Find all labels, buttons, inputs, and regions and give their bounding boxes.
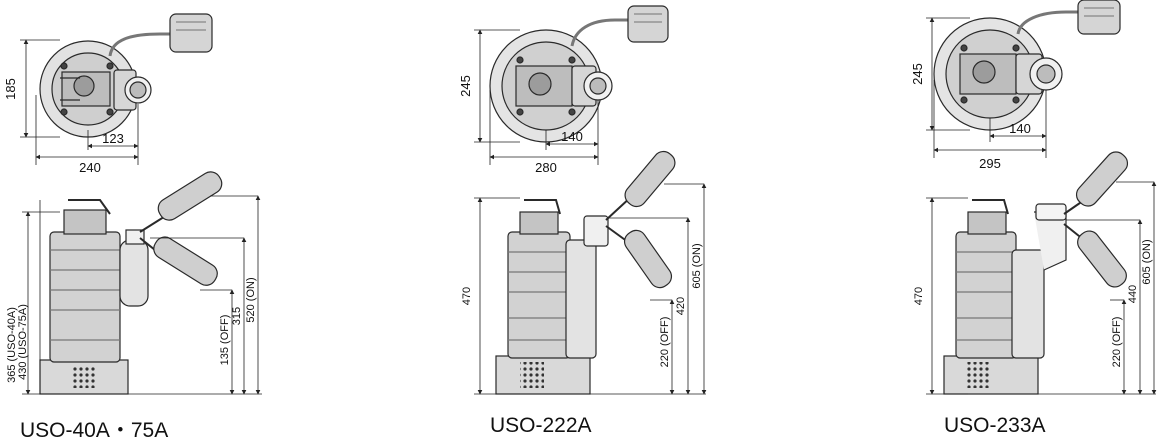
pump-1-motor [49, 231, 121, 363]
pump-3-float-on [1075, 151, 1129, 207]
pump-2-side-dims [474, 183, 707, 395]
pump-2-top-width-label: 280 [535, 160, 557, 175]
pump-2-caption: USO-222A [490, 414, 592, 437]
pump-2-float-off [623, 229, 673, 289]
pump-1-top-dims [20, 39, 139, 165]
pump-1-top-float [169, 13, 213, 53]
pump-1-discharge [119, 239, 149, 307]
pump-2-discharge [565, 239, 597, 359]
pump-2-top-height-label: 245 [458, 75, 473, 97]
pump-3-side-view [943, 151, 1129, 395]
pump-1-pipe-offset-label: 123 [102, 131, 124, 146]
pump-2-pipe-offset-label: 140 [561, 129, 583, 144]
pump-1-mid-level-label: 315 [231, 307, 243, 325]
pump-1-off-level-label: 135 (OFF) [219, 315, 231, 366]
pump-3-float-off [1077, 230, 1127, 288]
pump-3-top-view [933, 0, 1121, 131]
pump-1-top-view [39, 13, 213, 138]
pump-3-side-dims [926, 181, 1157, 395]
pump-1-height-75a-label: 430 (USO-75A) [17, 304, 29, 380]
pump-2-height-label: 470 [461, 287, 473, 305]
pump-3-on-level-label: 605 (ON) [1141, 239, 1153, 284]
pump-3-motor [955, 231, 1017, 359]
pump-3-pipe-offset-label: 140 [1009, 121, 1031, 136]
pump-3-top-width-label: 295 [979, 156, 1001, 171]
pump-2-motor [507, 231, 571, 359]
pump-2-top-float [627, 5, 669, 43]
pump-1-top-width-label: 240 [79, 160, 101, 175]
pump-3-top-float [1077, 0, 1121, 35]
pump-1-caption: USO-40A・75A [20, 419, 169, 442]
pump-2-side-view [495, 150, 676, 395]
pump-3-top-dims [926, 17, 1047, 158]
pump-1-height-40a-label: 365 (USO-40A) [6, 307, 18, 383]
pump-1-side-dims [22, 195, 262, 395]
pump-3-top-height-label: 245 [910, 63, 925, 85]
pump-2-top-view [489, 5, 669, 143]
pump-3-mid-level-label: 440 [1127, 285, 1139, 303]
pump-3-off-level-label: 220 (OFF) [1111, 317, 1123, 368]
pump-1-float-on [157, 171, 223, 221]
pump-1-top-height-label: 185 [3, 78, 18, 100]
pump-2-mid-level-label: 420 [675, 297, 687, 315]
pump-3-base [943, 355, 1039, 395]
pump-2-top-dims [474, 29, 599, 165]
pump-3-height-label: 470 [913, 287, 925, 305]
pump-2-float-on [624, 150, 676, 208]
pump-1-side-view [39, 171, 223, 395]
pump-3-discharge [1011, 249, 1045, 359]
pump-1-on-level-label: 520 (ON) [245, 277, 257, 322]
pump-1-float-off [153, 236, 218, 286]
pump-3-caption: USO-233A [944, 414, 1046, 437]
pump-2-off-level-label: 220 (OFF) [659, 317, 671, 368]
pump-2-on-level-label: 605 (ON) [691, 243, 703, 288]
